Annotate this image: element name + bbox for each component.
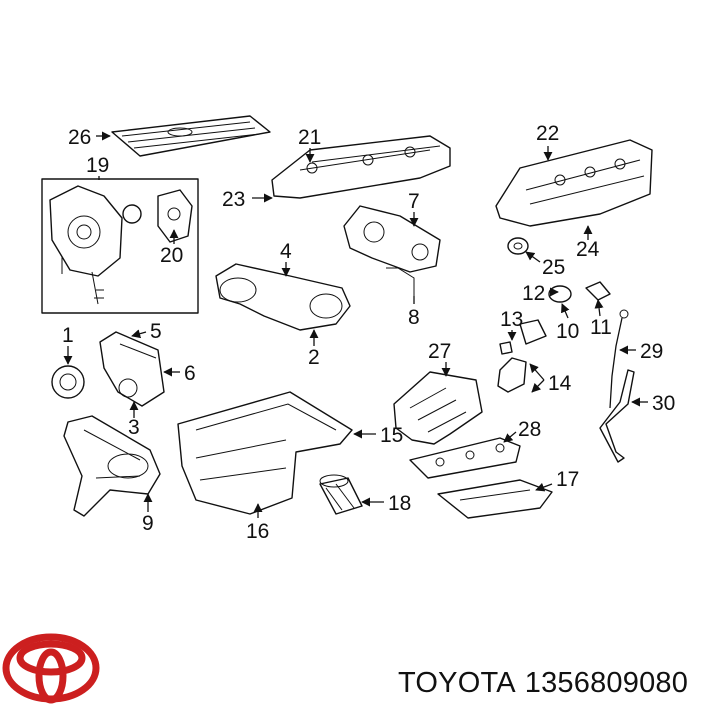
callout-15: 15: [380, 424, 403, 447]
callout-20: 20: [160, 244, 183, 267]
leader-14b: [531, 379, 545, 393]
callout-16: 16: [246, 520, 269, 543]
leader-14a: [529, 363, 545, 381]
part-valve-cover-right: [495, 139, 653, 227]
part-grommet: [507, 237, 529, 255]
part-number: 1356809080: [524, 667, 689, 699]
leader-5: [131, 329, 147, 339]
part-timing-belt: [63, 415, 161, 517]
part-lower-cover: [437, 479, 553, 519]
callout-13: 13: [500, 308, 523, 331]
callout-5: 5: [150, 320, 162, 343]
callout-2: 2: [308, 346, 320, 369]
callout-8: 8: [408, 306, 420, 329]
part-valve-cover-left: [271, 135, 451, 199]
callout-26: 26: [68, 126, 91, 149]
leader-28: [503, 431, 517, 443]
callout-25: 25: [542, 256, 565, 279]
part-engine-cover: [111, 115, 271, 157]
part-crank-pulley: [51, 365, 85, 399]
callout-6: 6: [184, 362, 196, 385]
brand-name: TOYOTA: [398, 667, 516, 699]
oil-pump-inset: [41, 178, 199, 314]
callout-19: 19: [86, 154, 109, 177]
callout-10: 10: [556, 320, 579, 343]
callout-12: 12: [522, 282, 545, 305]
callout-17: 17: [556, 468, 579, 491]
part-intake-manifold: [393, 371, 483, 445]
callout-9: 9: [142, 512, 154, 535]
callout-21: 21: [298, 126, 321, 149]
callout-30: 30: [652, 392, 675, 415]
part-oil-pan: [177, 391, 353, 515]
part-dipstick-tube: [599, 369, 635, 463]
callout-28: 28: [518, 418, 541, 441]
leader-17: [535, 482, 553, 492]
callout-14: 14: [548, 372, 572, 395]
part-manifold-gasket: [409, 437, 521, 479]
callout-11: 11: [590, 316, 612, 339]
callout-1: 1: [62, 324, 74, 347]
callout-18: 18: [388, 492, 411, 515]
callout-3: 3: [128, 416, 140, 439]
part-pump-bracket: [99, 331, 165, 407]
leader-10: [561, 303, 570, 319]
callout-29: 29: [640, 340, 663, 363]
callout-27: 27: [428, 340, 451, 363]
part-timing-cover: [343, 205, 441, 296]
callout-23: 23: [222, 188, 245, 211]
part-oil-filter: [319, 474, 363, 515]
callout-4: 4: [280, 240, 292, 263]
callout-22: 22: [536, 122, 559, 145]
toyota-logo-icon: [2, 633, 100, 704]
leader-11: [594, 299, 604, 317]
leader-25: [525, 251, 541, 263]
part-timing-belt-cover: [215, 263, 351, 331]
callout-7: 7: [408, 190, 420, 213]
callout-24: 24: [576, 238, 600, 261]
part-small-components: [497, 281, 611, 393]
part-dipstick: [609, 309, 629, 409]
